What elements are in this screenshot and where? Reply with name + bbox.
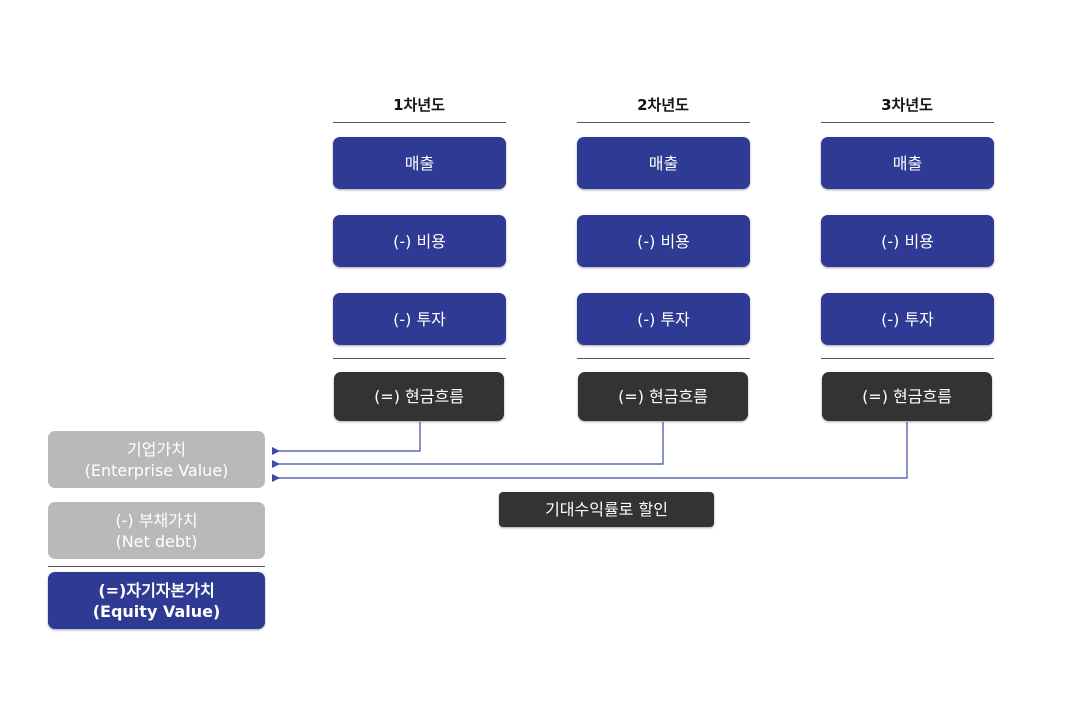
arrow-year2: [272, 422, 664, 468]
year3-top-rule: [821, 122, 994, 123]
year3-revenue-box: 매출: [821, 137, 994, 189]
year1-top-rule: [333, 122, 506, 123]
net-debt-sublabel: (Net debt): [115, 531, 198, 551]
enterprise-value-label: 기업가치: [127, 439, 186, 459]
equity-value-label: (=)자기자본가치: [98, 580, 215, 600]
arrow-year3: [272, 422, 908, 482]
net-debt-label: (-) 부채가치: [115, 510, 198, 530]
year1-cost-box: (-) 비용: [333, 215, 506, 267]
enterprise-value-box: 기업가치 (Enterprise Value): [48, 431, 265, 488]
arrow-year1: [272, 422, 421, 455]
year1-bottom-rule: [333, 358, 506, 359]
year3-investment-box: (-) 투자: [821, 293, 994, 345]
year3-cashflow-box: (=) 현금흐름: [822, 372, 992, 421]
year2-top-rule: [577, 122, 750, 123]
year2-cashflow-box: (=) 현금흐름: [578, 372, 748, 421]
discount-label-box: 기대수익률로 할인: [499, 492, 714, 527]
year2-cost-box: (-) 비용: [577, 215, 750, 267]
year1-title: 1차년도: [393, 96, 445, 114]
net-debt-box: (-) 부채가치 (Net debt): [48, 502, 265, 559]
enterprise-value-sublabel: (Enterprise Value): [84, 460, 229, 480]
year3-bottom-rule: [821, 358, 994, 359]
year2-revenue-box: 매출: [577, 137, 750, 189]
year3-cost-box: (-) 비용: [821, 215, 994, 267]
year2-title: 2차년도: [637, 96, 689, 114]
year2-bottom-rule: [577, 358, 750, 359]
valuation-rule: [48, 566, 265, 567]
year3-title: 3차년도: [881, 96, 933, 114]
equity-value-box: (=)자기자본가치 (Equity Value): [48, 572, 265, 629]
year2-investment-box: (-) 투자: [577, 293, 750, 345]
year1-revenue-box: 매출: [333, 137, 506, 189]
year1-cashflow-box: (=) 현금흐름: [334, 372, 504, 421]
equity-value-sublabel: (Equity Value): [92, 601, 221, 621]
year1-investment-box: (-) 투자: [333, 293, 506, 345]
